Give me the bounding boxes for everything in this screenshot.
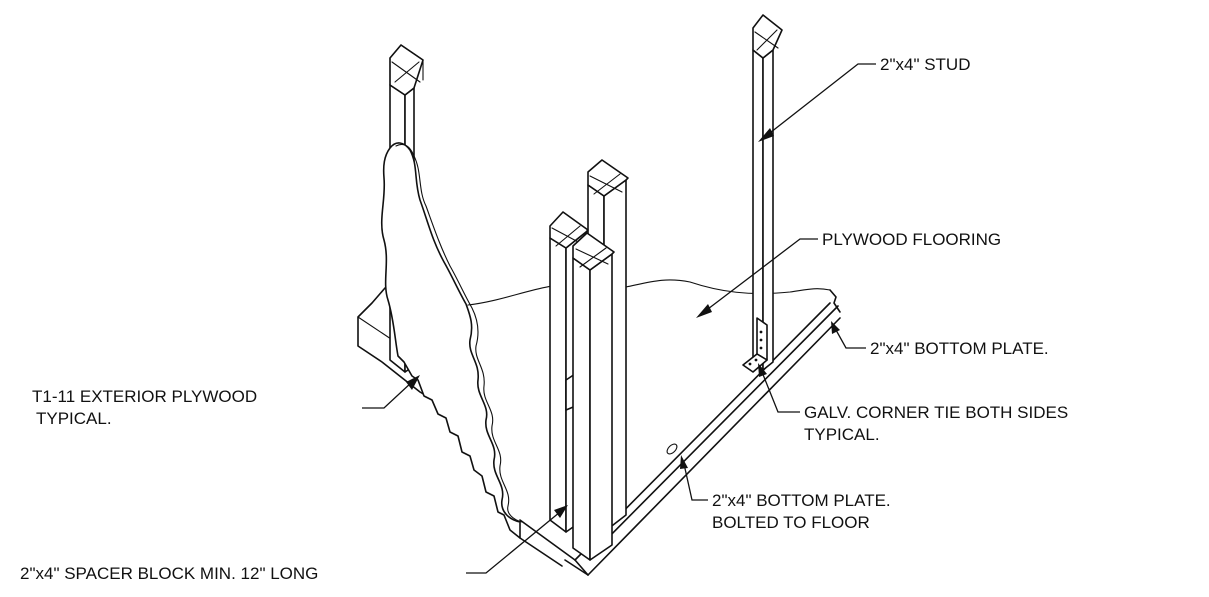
- label-bolted-plate-line1: 2"x4" BOTTOM PLATE.: [712, 491, 891, 510]
- label-plywood-flooring: PLYWOOD FLOORING: [822, 230, 1001, 249]
- leader-exterior-plywood: [362, 375, 420, 409]
- tall-stud: [752, 14, 783, 371]
- label-corner-tie-line1: GALV. CORNER TIE BOTH SIDES: [804, 403, 1068, 422]
- front-stud: [572, 232, 615, 561]
- leader-corner-tie: [758, 363, 800, 413]
- leader-plywood-flooring: [696, 238, 818, 318]
- leader-spacer-block: [466, 505, 568, 574]
- label-exterior-plywood-line1: T1-11 EXTERIOR PLYWOOD: [32, 387, 257, 406]
- leader-bottom-plate: [831, 321, 866, 349]
- leader-bolted-plate: [680, 455, 708, 501]
- leader-stud: [758, 63, 876, 142]
- label-bolted-plate-line2: BOLTED TO FLOOR: [712, 513, 870, 532]
- exterior-plywood-sheet: [380, 142, 523, 539]
- label-bottom-plate: 2"x4" BOTTOM PLATE.: [870, 339, 1049, 358]
- galv-corner-tie: [742, 317, 768, 373]
- label-spacer-block: 2"x4" SPACER BLOCK MIN. 12" LONG: [20, 564, 318, 583]
- label-exterior-plywood-line2: TYPICAL.: [36, 409, 112, 428]
- label-corner-tie-line2: TYPICAL.: [804, 425, 880, 444]
- label-stud: 2"x4" STUD: [880, 55, 970, 74]
